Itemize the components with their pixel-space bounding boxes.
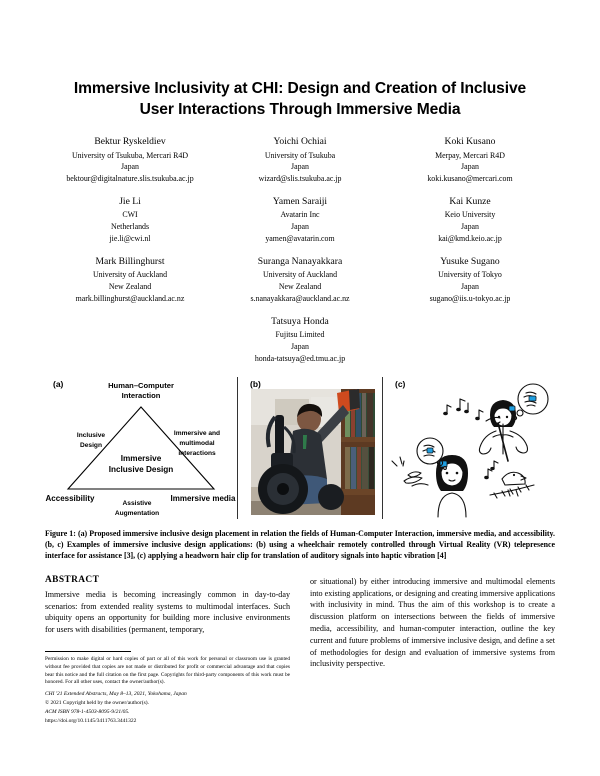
- panel-b-label: (b): [250, 379, 261, 390]
- permission-notice: Permission to make digital or hard copie…: [45, 655, 290, 686]
- author-name: Yoichi Ochiai: [273, 136, 327, 148]
- figure-panel-c: (c): [382, 377, 555, 520]
- svg-text:Interaction: Interaction: [122, 391, 161, 400]
- doi-link[interactable]: https://doi.org/10.1145/3411763.3441322: [45, 717, 137, 724]
- page-title: Immersive Inclusivity at CHI: Design and…: [73, 80, 527, 119]
- author-email: wizard@slis.tsukuba.ac.jp: [258, 174, 342, 184]
- author-block: Bektur Ryskeldiev University of Tsukuba,…: [45, 135, 215, 185]
- panel-a-label: (a): [53, 379, 64, 390]
- author-country: Japan: [121, 162, 139, 172]
- author-name: Tatsuya Honda: [271, 316, 329, 328]
- copyright-line: © 2021 Copyright held by the owner/autho…: [45, 699, 149, 706]
- author-block: Kai Kunze Keio University Japan kai@kmd.…: [385, 195, 555, 245]
- svg-text:Accessibility: Accessibility: [46, 494, 95, 503]
- author-email: yamen@avatarin.com: [265, 234, 335, 244]
- author-country: Japan: [291, 162, 309, 172]
- wheelchair-library-photo: [251, 389, 375, 516]
- author-name: Suranga Nanayakkara: [257, 256, 343, 268]
- footer-divider: [45, 650, 131, 652]
- venue-line: CHI '21 Extended Abstracts, May 8–13, 20…: [45, 690, 187, 697]
- author-affiliation: Fujitsu Limited: [275, 330, 325, 340]
- copyright-block: Permission to make digital or hard copie…: [45, 650, 290, 726]
- svg-text:Design: Design: [80, 442, 102, 449]
- author-name: Kai Kunze: [449, 196, 491, 208]
- svg-text:Immersive and: Immersive and: [174, 430, 220, 437]
- author-name: Jie Li: [119, 196, 141, 208]
- author-block: Jie Li CWI Netherlands jie.li@cwi.nl: [45, 195, 215, 245]
- svg-text:interactions: interactions: [178, 450, 216, 457]
- author-row: Jie Li CWI Netherlands jie.li@cwi.nl Yam…: [45, 195, 555, 255]
- author-name: Mark Billinghurst: [95, 256, 165, 268]
- panel-c-label: (c): [395, 379, 406, 390]
- right-column: or situational) by either introducing im…: [310, 575, 555, 726]
- author-country: Netherlands: [110, 222, 150, 232]
- author-name: Yamen Saraiji: [272, 196, 328, 208]
- author-block: Yoichi Ochiai University of Tsukuba Japa…: [215, 135, 385, 185]
- author-country: Japan: [291, 222, 309, 232]
- author-name: Koki Kusano: [444, 136, 496, 148]
- author-email: s.nanayakkara@auckland.ac.nz: [250, 294, 350, 304]
- svg-text:Human–Computer: Human–Computer: [108, 381, 174, 390]
- author-country: Japan: [461, 162, 479, 172]
- author-email: bektour@digitalnature.slis.tsukuba.ac.jp: [66, 174, 194, 184]
- svg-text:Immersive: Immersive: [121, 454, 162, 463]
- author-block: Suranga Nanayakkara University of Auckla…: [215, 255, 385, 305]
- author-name: Yusuke Sugano: [440, 256, 500, 268]
- svg-text:Inclusive: Inclusive: [77, 432, 106, 439]
- body-columns: ABSTRACT Immersive media is becoming inc…: [45, 575, 555, 726]
- author-email: kai@kmd.keio.ac.jp: [438, 234, 502, 244]
- author-affiliation: University of Auckland: [92, 270, 168, 280]
- author-block: Yamen Saraiji Avatarin Inc Japan yamen@a…: [215, 195, 385, 245]
- svg-text:multimodal: multimodal: [179, 440, 214, 447]
- author-affiliation: CWI: [122, 210, 138, 220]
- abstract-heading: ABSTRACT: [45, 574, 100, 585]
- author-affiliation: University of Tsukuba: [264, 150, 336, 160]
- author-email: jie.li@cwi.nl: [109, 234, 151, 244]
- author-row: Tatsuya Honda Fujitsu Limited Japan hond…: [45, 315, 555, 365]
- immersive-inclusive-design-triangle: Human–Computer Interaction Inclusive Des…: [46, 381, 236, 517]
- author-country: New Zealand: [278, 282, 322, 292]
- author-row: Mark Billinghurst University of Auckland…: [45, 255, 555, 315]
- author-country: Japan: [291, 342, 309, 352]
- author-country: New Zealand: [108, 282, 152, 292]
- hairclip-haptic-illustration: [391, 383, 549, 518]
- left-column: ABSTRACT Immersive media is becoming inc…: [45, 575, 290, 726]
- author-affiliation: University of Tokyo: [438, 270, 502, 280]
- abstract-text-right: or situational) by either introducing im…: [310, 576, 555, 669]
- author-block: Yusuke Sugano University of Tokyo Japan …: [385, 255, 555, 305]
- author-affiliation: University of Auckland: [262, 270, 338, 280]
- author-block: Koki Kusano Merpay, Mercari R4D Japan ko…: [385, 135, 555, 185]
- abstract-text-left: Immersive media is becoming increasingly…: [45, 589, 290, 635]
- author-name: Bektur Ryskeldiev: [94, 136, 166, 148]
- author-email: honda-tatsuya@ed.tmu.ac.jp: [254, 354, 346, 364]
- author-block: Mark Billinghurst University of Auckland…: [45, 255, 215, 305]
- author-affiliation: Avatarin Inc: [280, 210, 320, 220]
- svg-text:Augmentation: Augmentation: [115, 510, 159, 517]
- author-affiliation: Merpay, Mercari R4D: [435, 150, 505, 160]
- figure-panel-b: (b): [237, 377, 382, 520]
- svg-text:Inclusive Design: Inclusive Design: [109, 465, 174, 474]
- author-email: koki.kusano@mercari.com: [427, 174, 513, 184]
- svg-text:Assistive: Assistive: [123, 500, 152, 507]
- figure-caption: Figure 1: (a) Proposed immersive inclusi…: [45, 529, 555, 561]
- figure-panel-a: (a) Human–Computer Interaction Inclusive…: [45, 377, 237, 519]
- author-list: Bektur Ryskeldiev University of Tsukuba,…: [45, 135, 555, 365]
- author-block: Tatsuya Honda Fujitsu Limited Japan hond…: [215, 315, 385, 365]
- svg-text:Immersive media: Immersive media: [171, 494, 236, 503]
- figure-1: (a) Human–Computer Interaction Inclusive…: [45, 377, 555, 520]
- author-affiliation: Keio University: [444, 210, 496, 220]
- author-email: sugano@iis.u-tokyo.ac.jp: [429, 294, 511, 304]
- author-affiliation: University of Tsukuba, Mercari R4D: [71, 150, 189, 160]
- author-country: Japan: [461, 222, 479, 232]
- author-country: Japan: [461, 282, 479, 292]
- author-row: Bektur Ryskeldiev University of Tsukuba,…: [45, 135, 555, 195]
- author-email: mark.billinghurst@auckland.ac.nz: [75, 294, 185, 304]
- isbn-line: ACM ISBN 978-1-4503-8095-9/21/05.: [45, 708, 130, 715]
